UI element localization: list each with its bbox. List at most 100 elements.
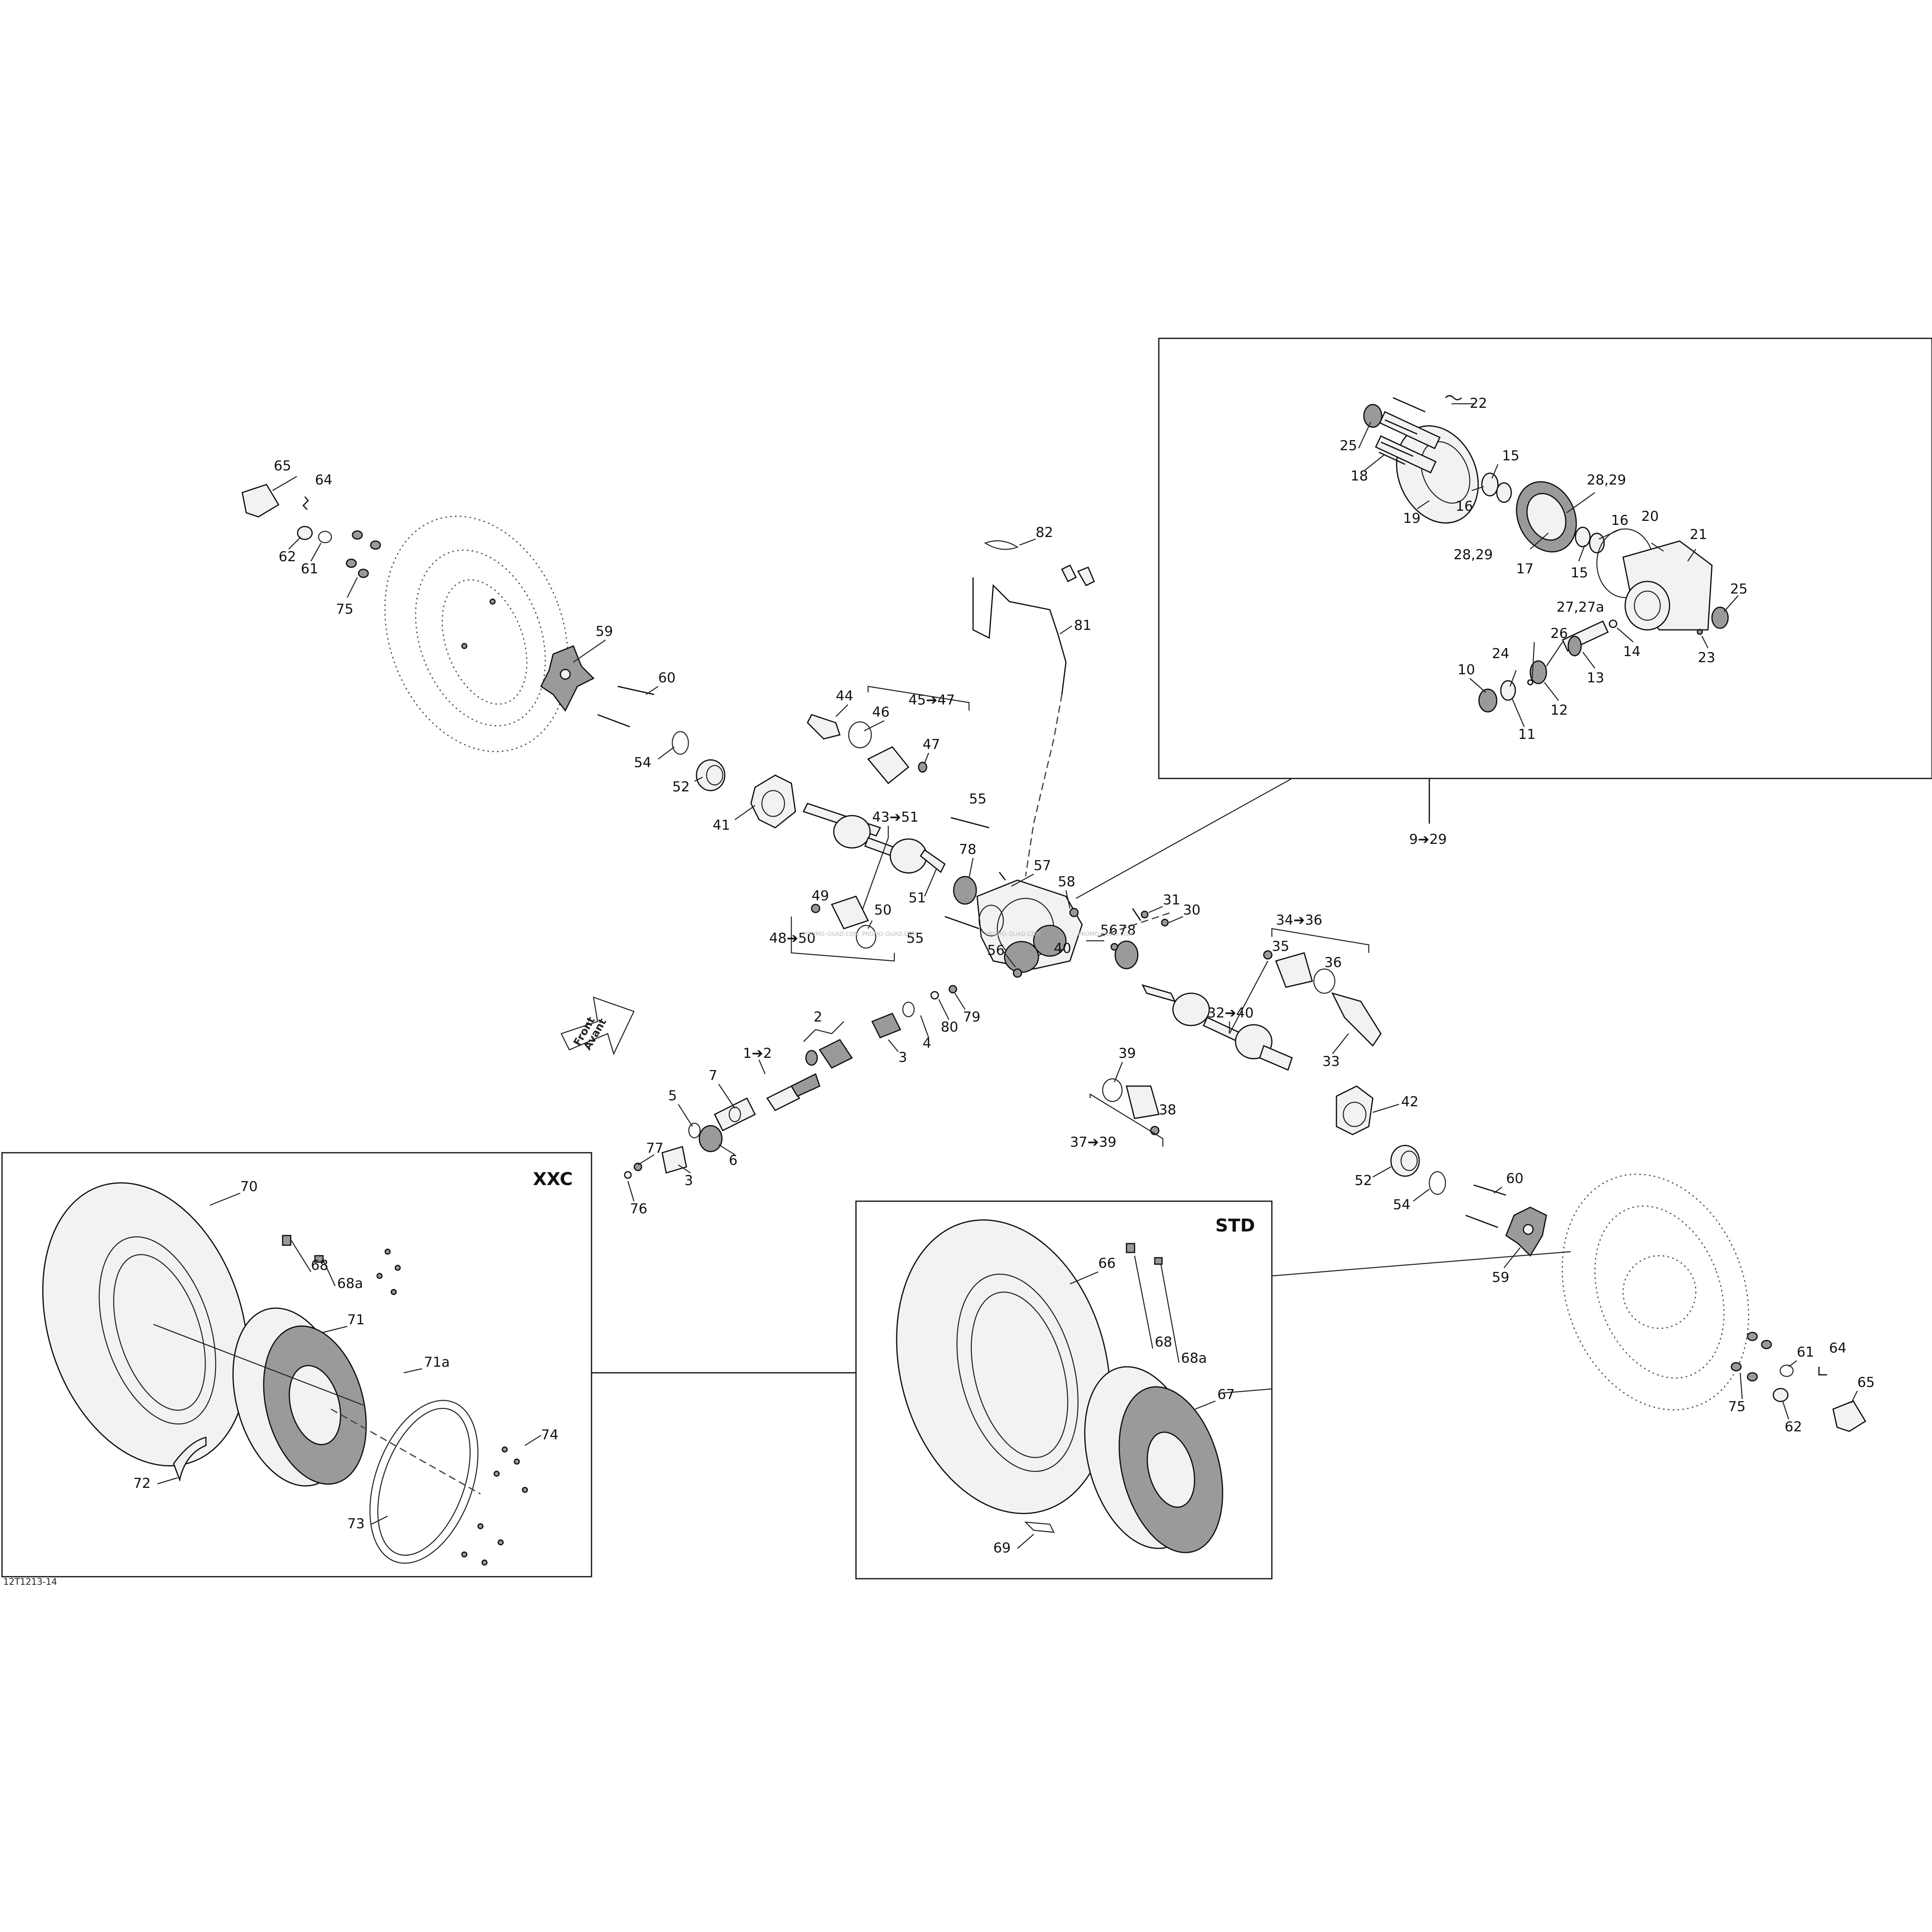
callout-60: 60 xyxy=(658,670,675,686)
xxc-bolt-set xyxy=(376,1248,528,1566)
boot-clamp xyxy=(1313,968,1336,994)
vent-fitting xyxy=(1445,395,1462,401)
nut xyxy=(1478,688,1498,713)
callout-6: 6 xyxy=(729,1152,738,1168)
callout-67: 67 xyxy=(1217,1387,1235,1403)
boot-clamp-small xyxy=(811,904,820,913)
watermark: PROMO-QUAD.COM xyxy=(985,931,1040,938)
xxc-beadlock-ring xyxy=(369,1400,478,1564)
differential-bolts xyxy=(944,817,1006,929)
callout-30: 30 xyxy=(1183,902,1200,918)
hub-cap-right xyxy=(1832,1400,1867,1432)
boot-clamp xyxy=(848,721,872,749)
front-direction-arrow: Front Avant xyxy=(560,996,635,1055)
xxc-rim xyxy=(232,1307,367,1487)
callout-71a: 71a xyxy=(424,1354,450,1370)
drain-plug xyxy=(1013,968,1022,978)
std-tire xyxy=(896,1219,1111,1514)
callout-36: 36 xyxy=(1324,954,1342,971)
retaining-ring-right xyxy=(1429,1171,1446,1195)
cotter-pin-right xyxy=(1818,1367,1827,1376)
castle-nut xyxy=(297,526,313,540)
bearing xyxy=(1529,660,1547,684)
oil-seal xyxy=(1711,606,1729,629)
callout-24: 24 xyxy=(1492,646,1509,662)
callout-55: 55 xyxy=(906,930,924,946)
callout-75: 75 xyxy=(1728,1399,1745,1415)
std-rim xyxy=(1084,1366,1223,1553)
callout-65: 65 xyxy=(1857,1374,1875,1391)
callout-82: 82 xyxy=(1036,524,1053,541)
callout-56: 56 xyxy=(987,942,1005,959)
breather-tube xyxy=(972,577,1067,877)
kit-bracket-34-36 xyxy=(1271,928,1370,953)
callout-42: 42 xyxy=(1401,1094,1418,1110)
callout-69: 69 xyxy=(993,1540,1011,1556)
xxc-rim-guard xyxy=(173,1437,207,1482)
shim xyxy=(1609,619,1617,628)
callout-62: 62 xyxy=(1785,1419,1802,1435)
callout-48-50: 48➔50 xyxy=(769,930,816,946)
callout-80: 80 xyxy=(941,1019,958,1035)
callout-61: 61 xyxy=(301,561,318,577)
boot-clamp-small xyxy=(1263,950,1273,960)
callout-45-47: 45➔47 xyxy=(908,692,955,708)
callout-19: 19 xyxy=(1403,510,1420,527)
callout-75: 75 xyxy=(336,601,353,617)
snap-ring xyxy=(902,1001,915,1017)
inner-cv-boot xyxy=(831,896,869,929)
cv-boot xyxy=(867,746,910,785)
callout-39: 39 xyxy=(1118,1045,1136,1061)
steering-knuckle xyxy=(750,774,796,829)
front-differential xyxy=(976,879,1083,973)
washer xyxy=(318,531,332,543)
callout-17: 17 xyxy=(1516,561,1533,577)
xxc-title: XXC xyxy=(533,1169,573,1189)
callout-14: 14 xyxy=(1623,644,1640,660)
callout-59: 59 xyxy=(596,623,613,640)
callout-68: 68 xyxy=(1155,1334,1172,1350)
kit-bracket-48-50 xyxy=(791,917,895,962)
figure-reference: 12T1213-14 xyxy=(3,1577,57,1587)
callout-64: 64 xyxy=(315,472,332,488)
wheel-nuts xyxy=(346,530,381,578)
wheel-hub xyxy=(540,645,595,712)
callout-71: 71 xyxy=(347,1312,365,1328)
breather-fitting xyxy=(1069,908,1079,917)
bearing xyxy=(1575,527,1591,548)
callout-12: 12 xyxy=(1550,702,1568,718)
shim xyxy=(1527,679,1533,686)
callout-35: 35 xyxy=(1272,938,1289,954)
callout-43-51: 43➔51 xyxy=(872,809,919,825)
callout-68a: 68a xyxy=(1181,1350,1207,1366)
wheel-studs xyxy=(597,686,654,728)
xxc-tire xyxy=(42,1182,249,1466)
callout-72: 72 xyxy=(133,1475,151,1491)
differential-seal-left xyxy=(953,876,977,905)
washer xyxy=(624,1171,632,1179)
prop-shaft-coupler xyxy=(805,1013,902,1069)
bearing xyxy=(1496,482,1512,503)
callout-15: 15 xyxy=(1502,448,1519,464)
callout-65: 65 xyxy=(274,458,291,474)
washer-right xyxy=(1779,1364,1794,1377)
kit-bracket-2 xyxy=(803,1021,844,1042)
callout-3: 3 xyxy=(684,1173,693,1189)
snap-ring xyxy=(688,1122,701,1139)
std-valve-cap xyxy=(1154,1257,1163,1265)
ring-gear xyxy=(1516,481,1577,553)
callout-37-39: 37➔39 xyxy=(1070,1134,1116,1150)
callout-22: 22 xyxy=(1470,395,1487,411)
callout-78: 78 xyxy=(959,841,976,858)
washer xyxy=(930,991,939,1000)
callout-68a: 68a xyxy=(337,1275,363,1292)
xxc-wheel-box: XXC 70 68 xyxy=(1,1152,856,1577)
callout-60: 60 xyxy=(1506,1171,1523,1187)
callout-74: 74 xyxy=(541,1427,558,1443)
tube-clamps xyxy=(984,540,1095,586)
callout-46: 46 xyxy=(872,704,889,720)
wheel-studs-right xyxy=(1465,1184,1506,1228)
callout-5: 5 xyxy=(668,1088,677,1104)
callout-11: 11 xyxy=(1518,726,1536,743)
